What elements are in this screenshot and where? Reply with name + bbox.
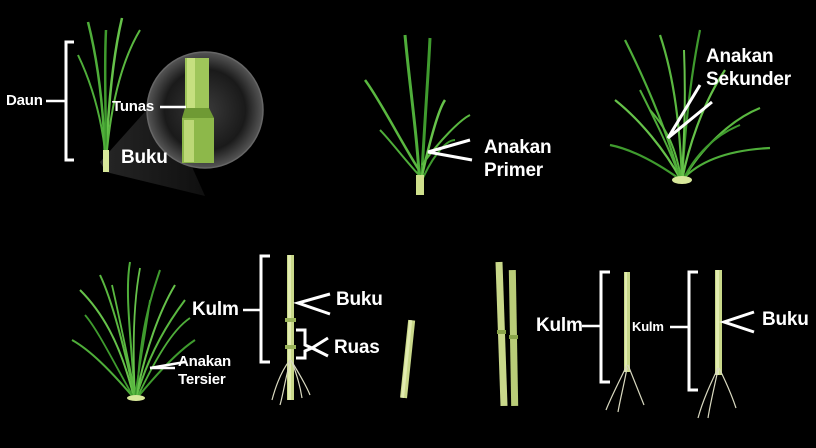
label-buku-right: Buku <box>762 310 809 330</box>
label-tunas: Tunas <box>112 99 154 115</box>
label-buku-center: Buku <box>336 290 383 310</box>
culm-stem-right-2 <box>670 270 754 418</box>
label-kulm-center: Kulm <box>192 300 239 320</box>
primary-tiller-plant <box>365 35 472 195</box>
label-ruas: Ruas <box>334 338 380 358</box>
tertiary-tiller-plant <box>72 262 195 401</box>
label-anakan-tersier-2: Tersier <box>178 372 226 388</box>
label-anakan-primer-2: Primer <box>484 161 543 181</box>
label-kulm-right-2: Kulm <box>632 320 664 334</box>
label-anakan-sekunder-1: Anakan <box>706 47 773 67</box>
label-anakan-tersier-1: Anakan <box>178 354 231 370</box>
stem-fragment-small <box>400 320 415 398</box>
culm-stem-right-1 <box>582 272 644 412</box>
single-stem-plant <box>46 18 263 196</box>
label-anakan-primer-1: Anakan <box>484 138 551 158</box>
stem-fragments-pair <box>495 262 518 406</box>
culm-stem-center <box>243 255 330 405</box>
label-anakan-sekunder-2: Sekunder <box>706 70 791 90</box>
label-daun: Daun <box>6 93 43 109</box>
label-kulm-right-1: Kulm <box>536 316 583 336</box>
label-buku-top: Buku <box>121 148 168 168</box>
